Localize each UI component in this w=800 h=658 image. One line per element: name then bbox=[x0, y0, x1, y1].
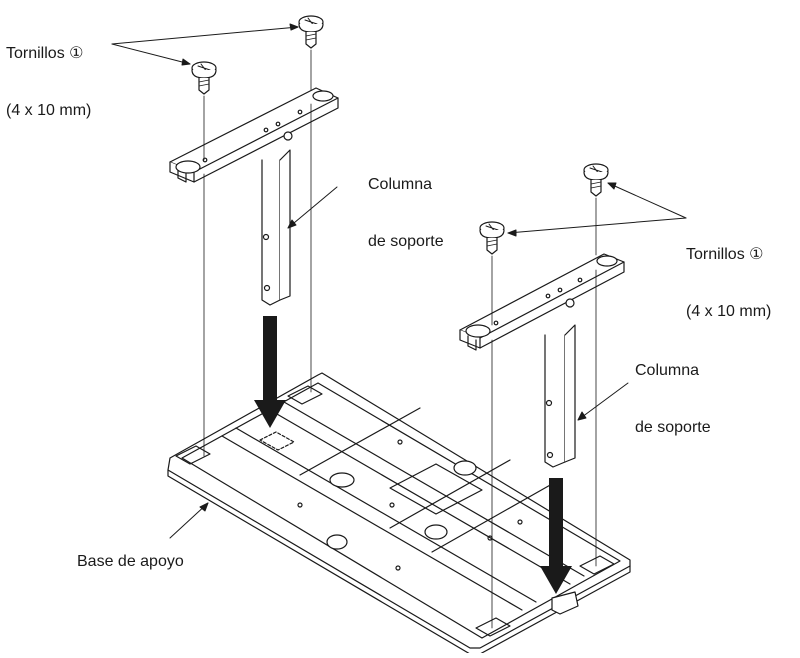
column-label-left-line1: Columna bbox=[368, 176, 433, 193]
base-label: Base de apoyo bbox=[77, 553, 184, 570]
screws-label-right-line1: Tornillos ① bbox=[686, 246, 764, 263]
leader-lines bbox=[111, 23, 687, 539]
screws-label-left-line1: Tornillos ① bbox=[6, 45, 84, 62]
screw-icon bbox=[298, 15, 324, 49]
screw-icon bbox=[191, 61, 217, 95]
screws-label-right-line2: (4 x 10 mm) bbox=[686, 303, 772, 320]
column-label-right-line1: Columna bbox=[635, 362, 700, 379]
down-arrow-icon bbox=[540, 478, 572, 594]
screws-label-right: Tornillos ① (4 x 10 mm) bbox=[686, 207, 771, 340]
alignment-lines bbox=[203, 49, 597, 629]
support-base bbox=[167, 372, 631, 655]
screw-icon bbox=[583, 163, 609, 197]
left-support-column bbox=[169, 87, 339, 306]
column-label-left-line2: de soporte bbox=[368, 233, 444, 250]
column-label-right-line2: de soporte bbox=[635, 419, 711, 436]
column-label-left: Columna de soporte bbox=[368, 137, 444, 270]
screws-label-left: Tornillos ① (4 x 10 mm) bbox=[6, 6, 91, 139]
column-label-right: Columna de soporte bbox=[635, 323, 711, 456]
screw-icon bbox=[479, 221, 505, 255]
right-support-column bbox=[459, 253, 625, 468]
screws-label-left-line2: (4 x 10 mm) bbox=[6, 102, 92, 119]
down-arrow-icon bbox=[254, 316, 286, 428]
